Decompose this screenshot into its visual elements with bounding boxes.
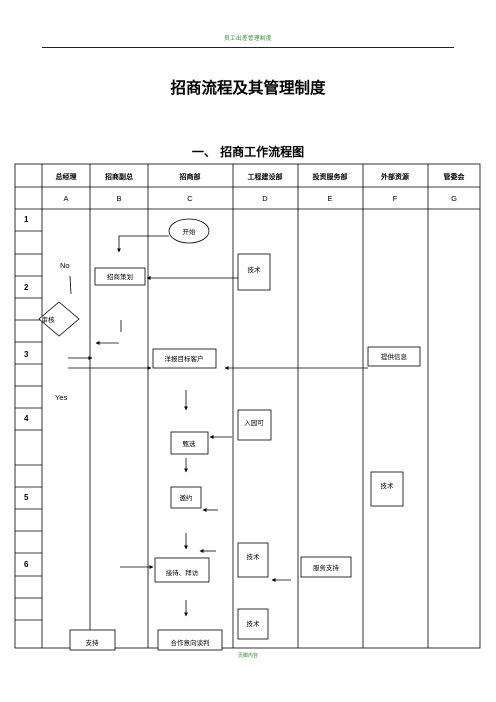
tech-box-1 — [237, 253, 271, 291]
column-letter-c: C — [187, 194, 193, 203]
tech-box-2 — [370, 471, 404, 507]
row-number-5: 5 — [24, 493, 29, 502]
column-header-g: 管委会 — [444, 172, 466, 181]
access-label: 入园可 — [244, 419, 264, 427]
plan-box — [94, 267, 146, 286]
row-number-6: 6 — [24, 560, 29, 569]
info-label: 提供信息 — [381, 352, 408, 361]
invite-label: 邀约 — [180, 493, 193, 502]
yes-label: Yes — [55, 393, 67, 402]
column-letter-a: A — [63, 194, 68, 203]
connector-lines — [68, 235, 368, 617]
start-label: 开始 — [183, 227, 197, 236]
row-number-3: 3 — [24, 350, 29, 359]
screen-label: 甄选 — [183, 439, 197, 448]
document-footer: 页脚内容 — [237, 653, 258, 659]
support-label: 支持 — [86, 638, 100, 647]
tech-box-4 — [237, 608, 269, 640]
start-node — [168, 218, 210, 244]
document-header-text: 员工出差管理制度 — [223, 36, 272, 42]
target-label: 洋报目标客户 — [165, 354, 204, 363]
info-box — [367, 346, 421, 367]
column-header-f: 外部资源 — [381, 172, 409, 181]
negotiate-box — [157, 629, 223, 651]
target-box — [152, 348, 217, 369]
visit-box — [154, 557, 210, 583]
column-letter-g: G — [451, 194, 457, 203]
negotiate-label: 合作意向谈判 — [171, 638, 210, 647]
no-label: No — [60, 261, 70, 270]
column-header-c: 招商部 — [180, 172, 201, 181]
row-number-1: 1 — [24, 215, 29, 224]
column-letter-b: B — [116, 194, 121, 203]
support-box — [69, 629, 116, 651]
section-heading: 一、 招商工作流程图 — [191, 145, 305, 159]
column-header-b: 招商副总 — [105, 172, 133, 181]
column-header-d: 工程建设部 — [248, 172, 283, 181]
tech-label-4: 技术 — [247, 619, 261, 628]
review-label: 审核 — [42, 315, 56, 324]
row-number-4: 4 — [24, 414, 29, 423]
plan-label: 招商策划 — [107, 272, 133, 281]
tech-box-3 — [237, 542, 269, 578]
review-diamond — [38, 301, 80, 337]
tech-label-2: 技术 — [381, 481, 395, 490]
service-label: 服务支持 — [313, 563, 340, 572]
access-box — [237, 409, 272, 441]
row-number-2: 2 — [24, 283, 29, 292]
tech-label-1: 技术 — [248, 265, 262, 274]
tech-label-3: 技术 — [247, 552, 261, 561]
column-letter-f: F — [393, 194, 398, 203]
screen-box — [170, 431, 209, 455]
column-header-a: 总经理 — [56, 172, 77, 181]
document-title: 招商流程及其管理制度 — [170, 79, 326, 97]
column-header-e: 投资服务部 — [313, 172, 348, 181]
column-letter-d: D — [262, 194, 268, 203]
service-box — [300, 556, 352, 578]
visit-label: 接待、拜访 — [166, 568, 199, 577]
header-divider — [42, 47, 454, 48]
invite-box — [170, 486, 202, 509]
column-letter-e: E — [327, 194, 332, 203]
